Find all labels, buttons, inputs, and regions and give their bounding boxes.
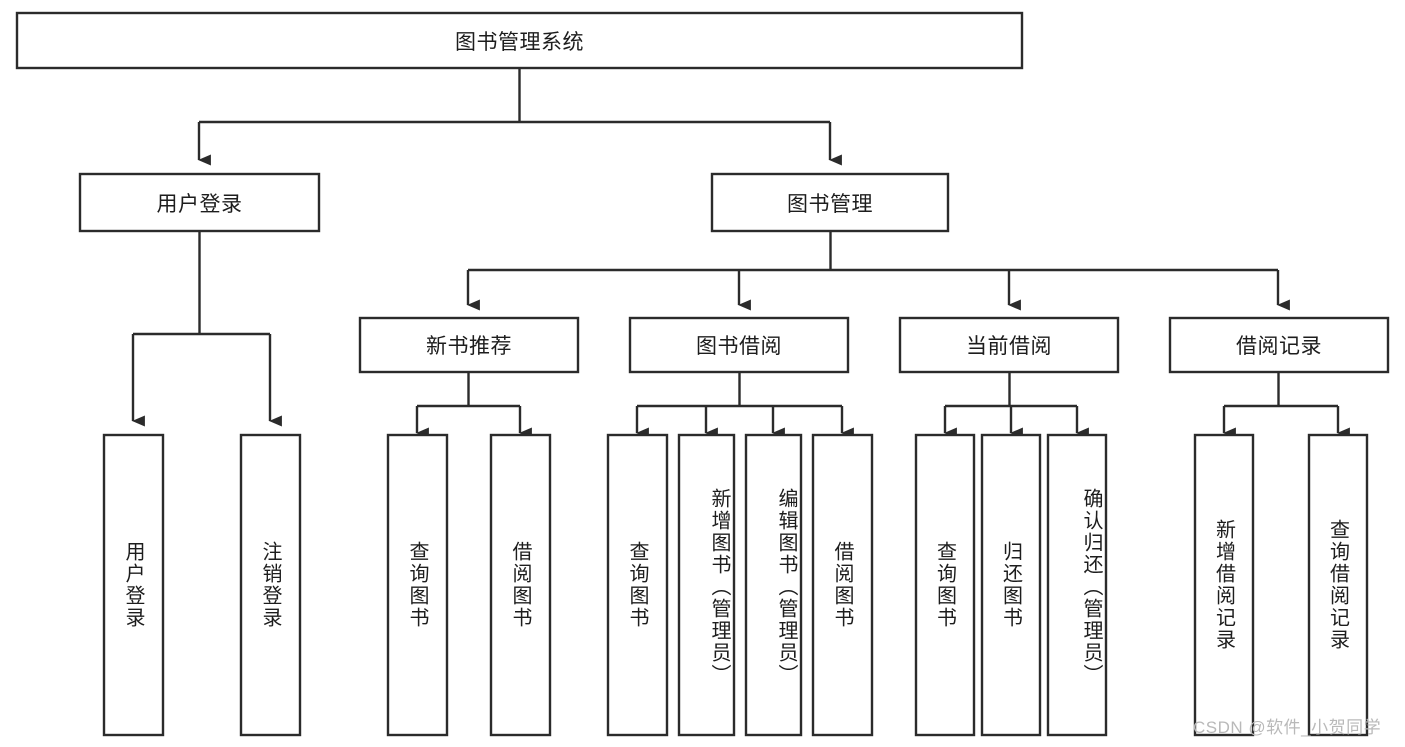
node-box-new-book-recommend[interactable] [358, 316, 580, 374]
node-box-borrow-records[interactable] [1168, 316, 1390, 374]
node-box-leaf-query-book-1[interactable] [386, 433, 449, 737]
node-box-user-login[interactable] [78, 172, 321, 233]
node-box-leaf-query-borrow-record[interactable] [1307, 433, 1369, 737]
node-box-leaf-query-book-2[interactable] [606, 433, 669, 737]
node-box-leaf-borrow-book-1[interactable] [489, 433, 552, 737]
node-box-leaf-confirm-return[interactable] [1046, 433, 1108, 737]
node-box-leaf-borrow-book-2[interactable] [811, 433, 874, 737]
node-box-leaf-add-book[interactable] [677, 433, 736, 737]
node-box-leaf-user-logout[interactable] [239, 433, 302, 737]
node-box-book-manage[interactable] [710, 172, 950, 233]
node-box-leaf-query-book-3[interactable] [914, 433, 976, 737]
node-box-leaf-edit-book[interactable] [744, 433, 803, 737]
csdn-watermark: CSDN @软件_小贺同学 [1193, 718, 1382, 737]
node-box-root[interactable] [15, 11, 1024, 70]
node-box-leaf-user-login[interactable] [102, 433, 165, 737]
node-box-leaf-add-borrow-record[interactable] [1193, 433, 1255, 737]
node-box-current-borrow[interactable] [898, 316, 1120, 374]
node-box-book-borrow[interactable] [628, 316, 850, 374]
node-box-leaf-return-book[interactable] [980, 433, 1042, 737]
